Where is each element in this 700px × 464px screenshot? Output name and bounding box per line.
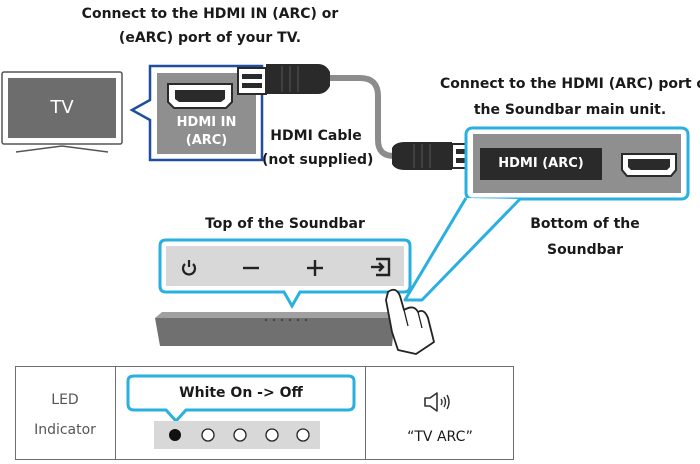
led-indicator-table — [15, 366, 514, 460]
cable-label-line-2: (not supplied) — [262, 152, 374, 168]
power-button[interactable] — [178, 256, 200, 278]
soundbar-port-callout — [464, 126, 690, 201]
top-of-soundbar-label: Top of the Soundbar — [205, 216, 365, 232]
volume-down-button[interactable] — [240, 256, 262, 278]
column-divider — [365, 367, 366, 459]
soundbar-port-label: HDMI (ARC) — [498, 156, 584, 171]
tv-label: TV — [50, 97, 74, 118]
bottom-of-soundbar-label-line-1: Bottom of the — [530, 216, 640, 232]
hdmi-cable — [237, 64, 479, 170]
led-status-label: White On -> Off — [179, 385, 303, 401]
source-button[interactable] — [368, 254, 394, 280]
speaker-icon — [424, 392, 450, 412]
source-icon — [371, 257, 391, 277]
tv-port-label-line-2: (ARC) — [185, 133, 228, 148]
row-header-cell — [16, 367, 116, 459]
row-header-line-2: Indicator — [34, 422, 96, 438]
soundbar-instruction-line-1: Connect to the HDMI (ARC) port of — [440, 76, 700, 92]
minus-icon — [243, 266, 259, 270]
tv-instruction-line-1: Connect to the HDMI IN (ARC) or — [81, 6, 339, 22]
power-icon — [181, 260, 197, 276]
bottom-of-soundbar-label-line-2: Soundbar — [546, 242, 624, 258]
tv-illustration — [1, 71, 123, 153]
tv-port-label-line-1: HDMI IN — [176, 115, 237, 130]
soundbar-illustration — [155, 312, 395, 346]
top-panel-callout — [158, 238, 412, 310]
volume-up-button[interactable] — [304, 256, 326, 278]
row-header-line-1: LED — [51, 392, 79, 408]
plus-icon — [307, 260, 323, 276]
callout-pointer — [403, 197, 522, 302]
tv-arc-mode-label: “TV ARC” — [407, 429, 473, 445]
tv-instruction-line-2: (eARC) port of your TV. — [118, 30, 302, 46]
hand-illustration — [385, 288, 435, 355]
soundbar-instruction-line-2: the Soundbar main unit. — [473, 102, 667, 118]
cable-label-line-1: HDMI Cable — [270, 128, 362, 144]
led-callout — [126, 374, 356, 449]
tv-port-callout — [129, 64, 264, 162]
